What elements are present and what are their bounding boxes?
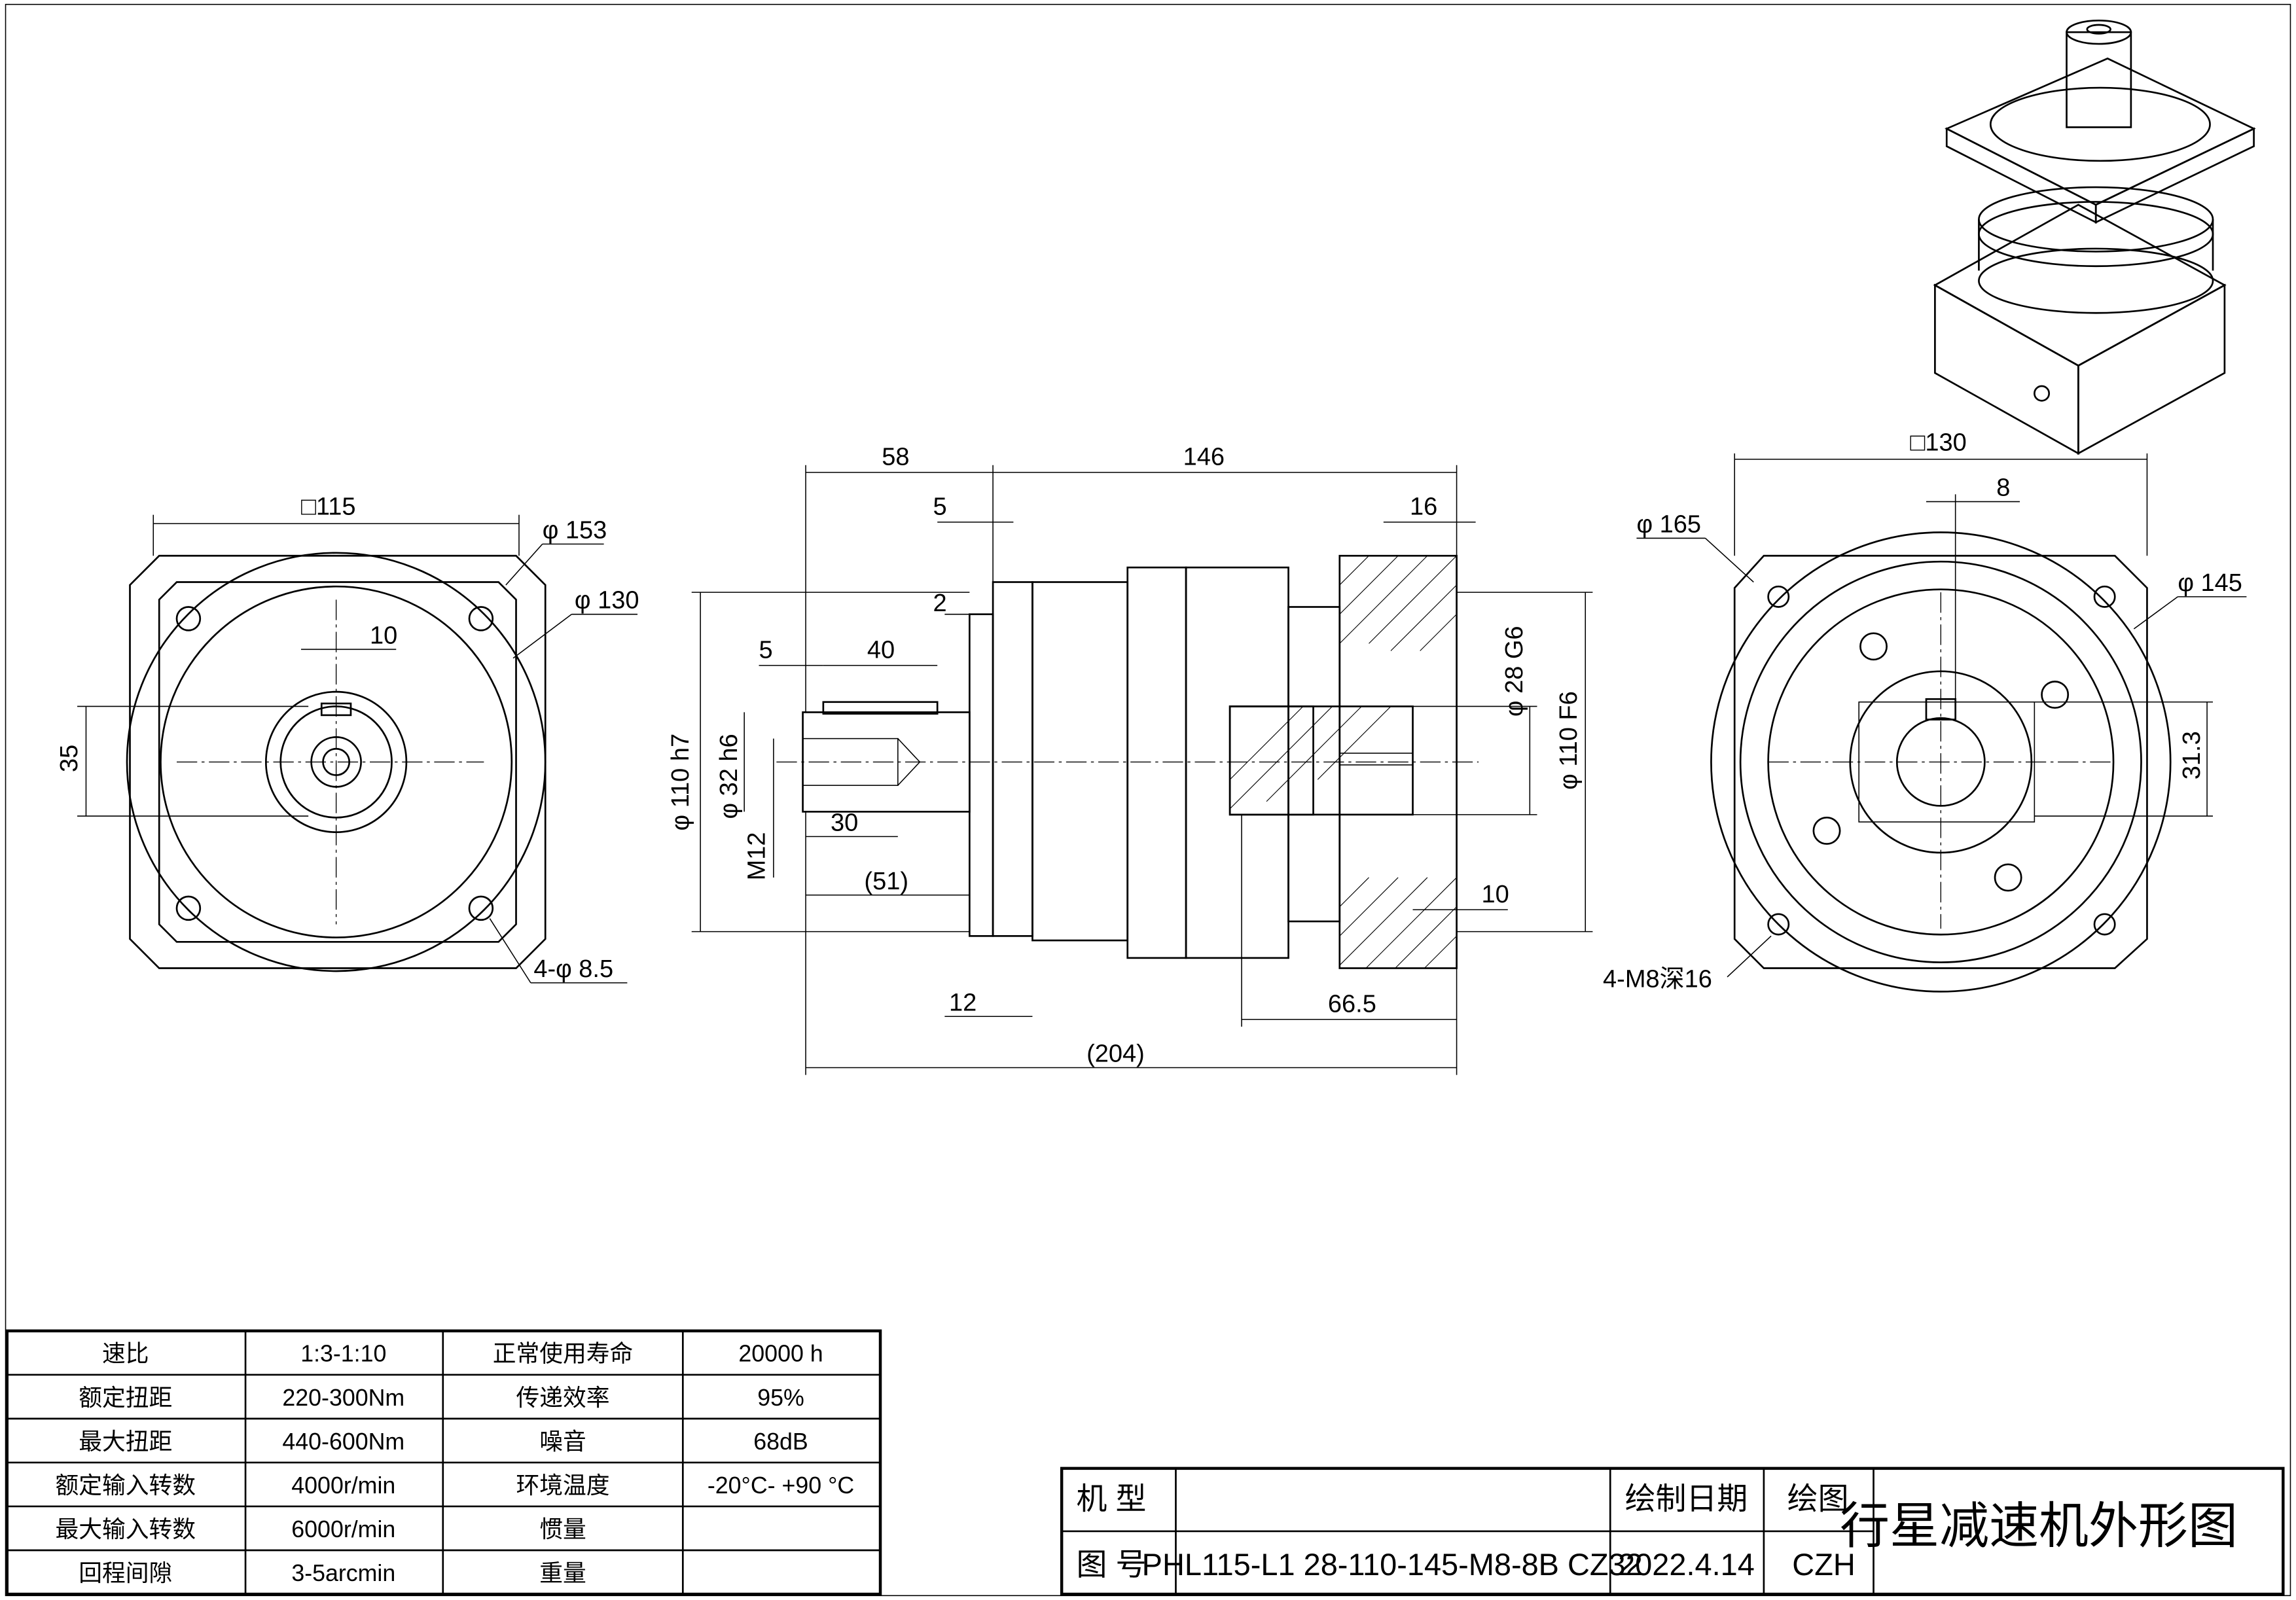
date-value: 2022.4.14: [1618, 1548, 1755, 1582]
spec-label: 正常使用寿命: [493, 1341, 634, 1367]
dim-110f6: φ 110 F6: [1555, 691, 1583, 790]
dim-12: 12: [949, 989, 977, 1016]
isometric-view: [1933, 19, 2256, 455]
threaded-holes: [1767, 585, 2116, 936]
side-view: 58 146 5 16 2 5 40 φ 110 h7 φ 32 h6 M12 …: [667, 444, 1593, 1075]
spec-label: 最大扭距: [79, 1429, 172, 1455]
model-label: 机 型: [1076, 1482, 1146, 1516]
dim-m12: M12: [743, 832, 770, 881]
dim-204: (204): [1086, 1040, 1145, 1068]
drawing-no-label: 图 号: [1076, 1548, 1146, 1582]
spec-label: 额定扭距: [79, 1385, 172, 1411]
spec-label: 额定输入转数: [56, 1472, 196, 1499]
spec-value: 95%: [757, 1385, 804, 1411]
dim-d130: φ 130: [575, 587, 639, 614]
spec-label: 惯量: [539, 1516, 586, 1542]
dim-16: 16: [1410, 493, 1437, 521]
front-view: □115 φ 153 φ 130 10 35 4-φ 8.5: [56, 493, 639, 984]
title-block: 机 型 图 号 PHL115-L1 28-110-145-M8-8B CZ32 …: [1060, 1467, 2285, 1596]
dim-30: 30: [831, 809, 858, 836]
dim-d165: φ 165: [1636, 511, 1701, 539]
dim-key8: 8: [1996, 474, 2010, 502]
drawn-by: CZH: [1792, 1548, 1855, 1582]
dim-square-115: □115: [301, 493, 355, 521]
spec-value: 440-600Nm: [282, 1429, 404, 1455]
spec-label: 噪音: [539, 1429, 586, 1455]
dim-31-3: 31.3: [2178, 731, 2206, 779]
dim-110h7: φ 110 h7: [667, 734, 694, 831]
spec-value: 4000r/min: [291, 1472, 395, 1499]
dim-51: (51): [864, 868, 908, 895]
drawing-title: 行星减速机外形图: [1840, 1499, 2238, 1554]
spec-label: 重量: [539, 1560, 586, 1586]
spec-value: 3-5arcmin: [291, 1560, 395, 1586]
mounting-holes: [175, 606, 494, 921]
spec-label: 传递效率: [516, 1385, 610, 1411]
dim-d153: φ 153: [543, 516, 607, 544]
dim-10: 10: [1482, 881, 1509, 908]
spec-value: 1:3-1:10: [300, 1341, 386, 1367]
spec-label: 回程间隙: [79, 1560, 172, 1586]
dim-32h6: φ 32 h6: [715, 734, 743, 819]
spec-value: -20°C- +90 °C: [708, 1472, 854, 1499]
spec-value: 220-300Nm: [282, 1385, 404, 1411]
spec-table: 速比 1:3-1:10 正常使用寿命 20000 h 额定扭距 220-300Nm 传递效率…: [5, 1329, 882, 1596]
dim-40: 40: [867, 637, 895, 664]
dim-66-5: 66.5: [1328, 991, 1376, 1018]
dim-5-flange: 5: [933, 493, 946, 521]
dim-58: 58: [882, 444, 909, 471]
dim-square-130: □130: [1910, 429, 1966, 456]
dim-35: 35: [56, 745, 83, 772]
dim-146: 146: [1183, 444, 1225, 471]
dim-2: 2: [933, 590, 946, 617]
dim-key10: 10: [370, 622, 397, 649]
spec-label: 速比: [102, 1341, 149, 1367]
spec-value: 6000r/min: [291, 1516, 395, 1542]
rear-view: □130 8 φ 165 φ 145 31.3 4-M8深16: [1603, 429, 2247, 993]
drawing-no: PHL115-L1 28-110-145-M8-8B CZ32: [1142, 1548, 1643, 1582]
spec-label: 最大输入转数: [56, 1516, 196, 1542]
date-label: 绘制日期: [1625, 1482, 1748, 1516]
drawn-label: 绘图: [1787, 1482, 1849, 1516]
dim-28g6: φ 28 G6: [1501, 626, 1528, 717]
dim-threads: 4-M8深16: [1603, 966, 1712, 993]
dim-5-shaft: 5: [759, 637, 773, 664]
spec-label: 环境温度: [516, 1472, 610, 1499]
spec-value: 68dB: [753, 1429, 808, 1455]
dim-d145: φ 145: [2178, 569, 2242, 597]
spec-value: 20000 h: [738, 1341, 823, 1367]
dim-holes: 4-φ 8.5: [533, 955, 613, 983]
